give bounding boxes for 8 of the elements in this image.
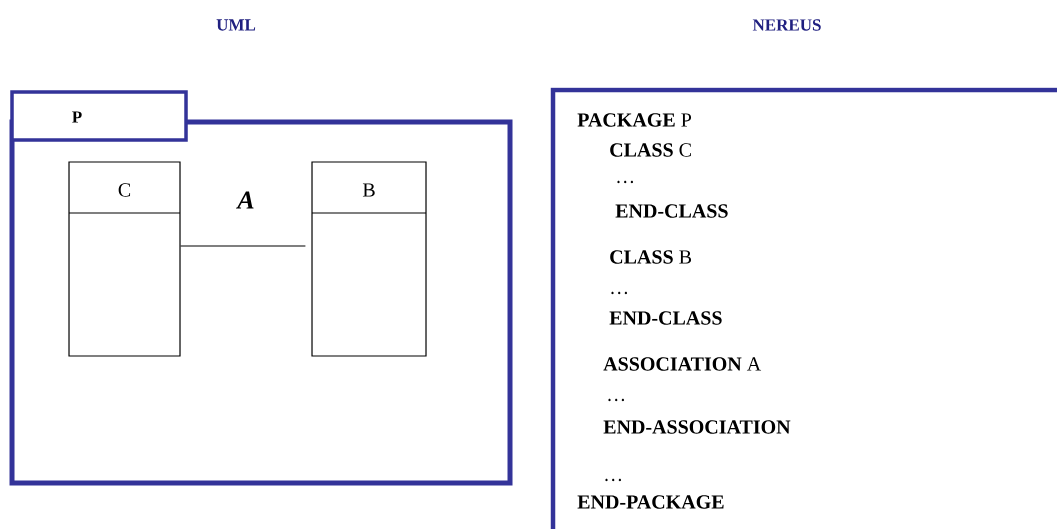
association-line bbox=[180, 245, 306, 247]
heading: NEREUS bbox=[752, 19, 821, 31]
class-box: C bbox=[68, 161, 181, 357]
edge-label: A bbox=[236, 191, 254, 209]
node-label: P bbox=[72, 111, 82, 123]
code-panel: PACKAGE P CLASS C … END-CLASS CLASS B … END-CLASS ASSOCIATION A … END-ASSOCIATION … END-PACKAGE bbox=[550, 87, 1057, 529]
heading: UML bbox=[216, 19, 256, 31]
class-box: B bbox=[311, 161, 427, 357]
